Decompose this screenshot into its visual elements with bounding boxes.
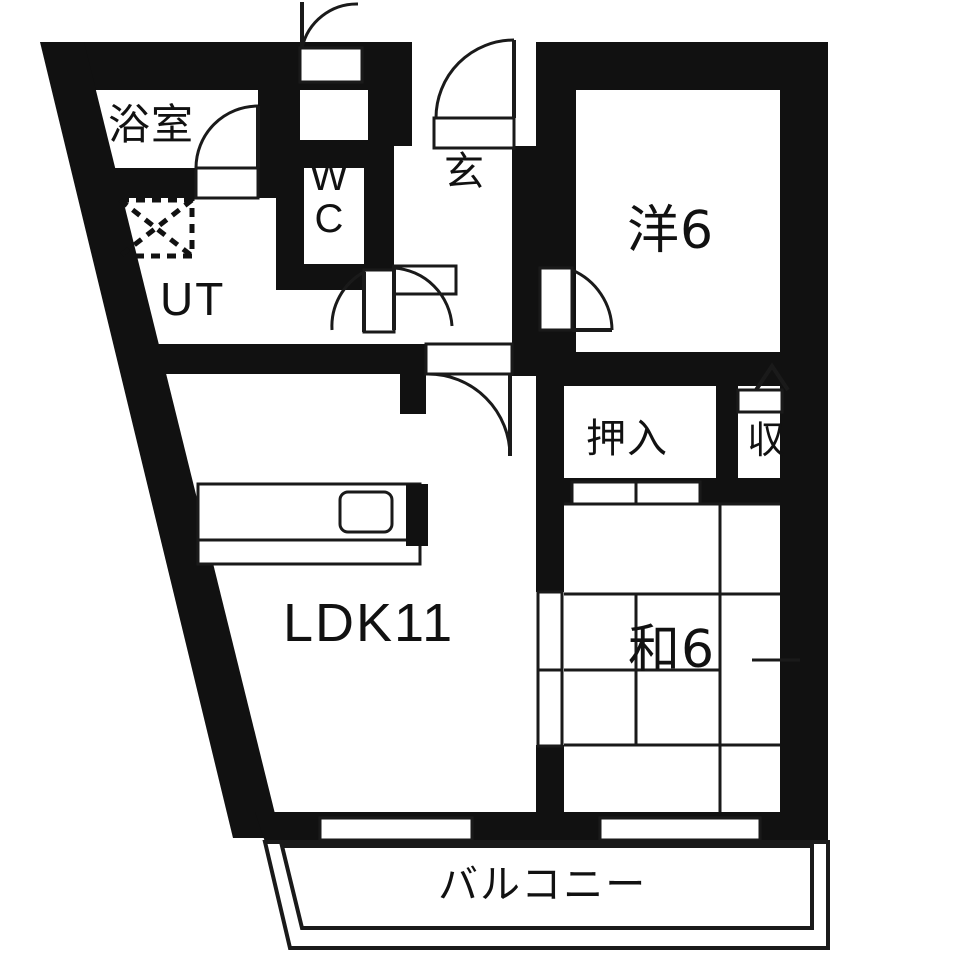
wall-bath-bottom	[84, 168, 300, 198]
room-label-storage: 収	[747, 418, 786, 462]
room-label-balcony: バルコニー	[438, 862, 648, 908]
washing-machine-symbol	[117, 197, 195, 259]
entrance-door-arc	[434, 38, 515, 119]
room-label-western-room: 洋6	[627, 201, 715, 261]
room-label-entrance: 玄	[444, 149, 484, 195]
ldk-hall-door-arc	[427, 372, 512, 457]
room-label-utility: UT	[160, 273, 226, 325]
wall-wc-left	[276, 146, 304, 282]
closet-door-panel-left[interactable]	[570, 480, 638, 506]
wall-layer	[40, 42, 828, 842]
wall-yo6-top	[536, 42, 828, 90]
wall-ldk-wa6	[536, 376, 564, 592]
ldk-wa6-sliding-panel-bottom[interactable]	[536, 668, 564, 748]
ldk-hall-door-opening[interactable]	[424, 342, 514, 376]
yo6-door-opening[interactable]	[538, 266, 574, 332]
wall-hall-right-lower	[512, 296, 540, 376]
storage-triangle-marker	[754, 362, 790, 392]
wc-door-top-opening[interactable]	[298, 46, 364, 84]
wall-right-outer	[780, 42, 828, 842]
wall-wc-right	[364, 146, 394, 282]
wall-genkan-right	[512, 146, 540, 296]
wall-hall-stub	[400, 344, 426, 414]
room-label-japanese-room: 和6	[628, 620, 716, 680]
ldk-wa6-sliding-panel-top[interactable]	[536, 590, 564, 672]
wa6-balcony-window[interactable]	[598, 816, 762, 842]
wc-door-bottom-arc	[330, 270, 365, 331]
balcony-outer-outline	[262, 840, 830, 950]
bathroom-door-arc	[194, 104, 259, 169]
room-label-toilet-line2: C	[314, 197, 344, 241]
room-label-toilet-line1: W	[310, 155, 348, 199]
balcony-inner-outline	[279, 844, 814, 930]
room-label-toilet: W C	[310, 156, 348, 240]
wall-wc-top	[276, 140, 394, 168]
wall-ut-bottom	[133, 344, 414, 374]
wall-left-diagonal	[40, 42, 281, 838]
storage-shelf-line[interactable]	[736, 388, 784, 414]
room-label-ldk: LDK11	[283, 593, 455, 653]
kitchen-sink-basin	[338, 490, 394, 534]
closet-door-panel-right[interactable]	[634, 480, 702, 506]
room-label-bathroom: 浴室	[108, 100, 195, 149]
genkan-inner-door-arc	[393, 266, 454, 327]
yo6-door-arc	[571, 268, 614, 331]
kitchen-counter-end-block	[406, 484, 428, 546]
kitchen-counter-front	[196, 538, 422, 566]
entrance-door-opening[interactable]	[432, 116, 516, 150]
wall-genkan-top-stub	[368, 42, 412, 146]
tatami-lines	[564, 504, 800, 812]
room-label-closet: 押入	[586, 416, 668, 462]
wall-closet-divider	[716, 386, 738, 486]
bathroom-door-opening[interactable]	[194, 166, 260, 200]
detail-layer	[194, 2, 830, 950]
wc-door-top-arc	[300, 2, 359, 49]
ldk-balcony-window[interactable]	[318, 816, 474, 842]
wc-door-bottom-opening[interactable]	[362, 268, 396, 334]
